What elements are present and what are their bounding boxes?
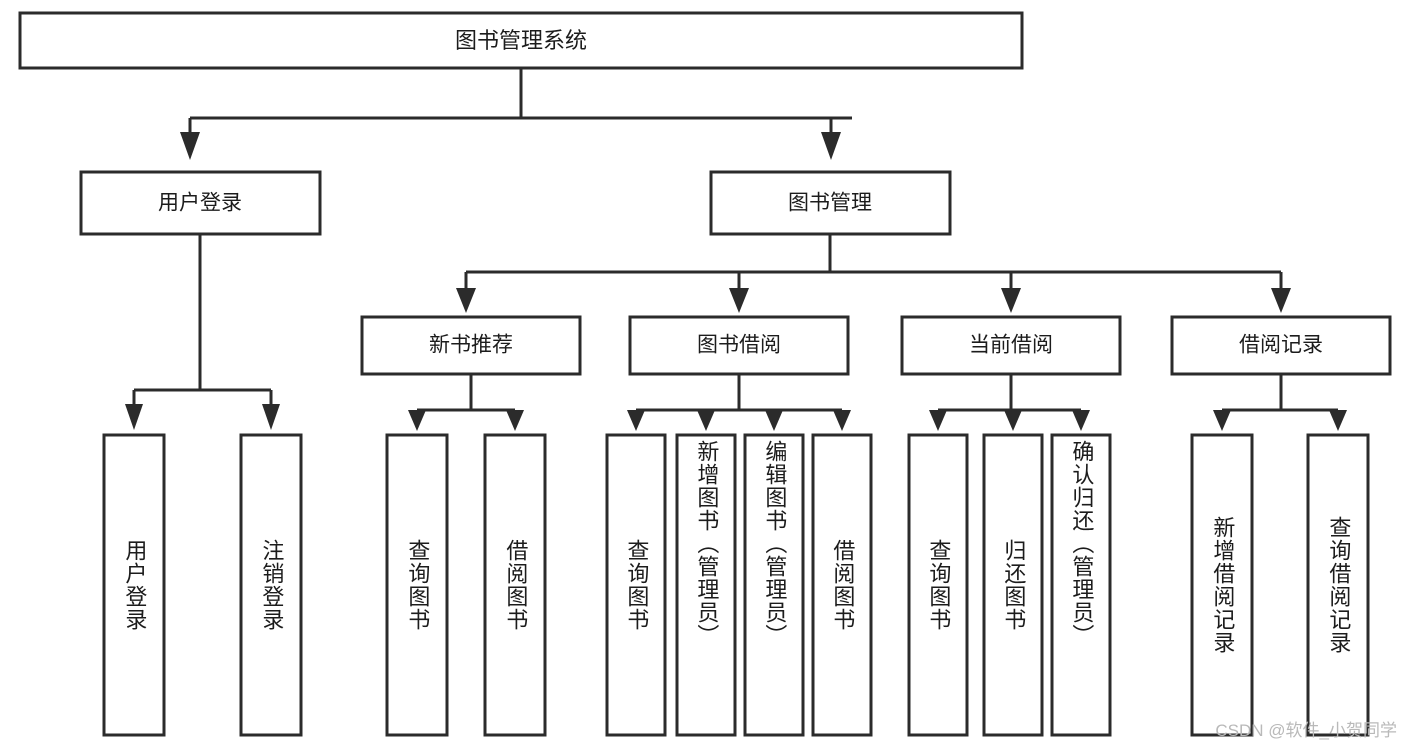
arrow-head-leaf-borrow-book-1 [506, 410, 524, 431]
arrow-head-new-book-rec [456, 288, 476, 313]
arrow-head-book-manage [821, 132, 841, 160]
arrow-head-leaf-edit-book [765, 410, 783, 431]
leaf-box-edit-book[interactable] [743, 433, 805, 737]
node-new-book-rec-box[interactable] [360, 315, 582, 376]
leaf-box-query-record[interactable] [1306, 433, 1370, 737]
node-new-book-rec[interactable]: 新书推荐 [360, 315, 582, 376]
node-current-borrow-box[interactable] [900, 315, 1122, 376]
arrow-head-current-borrow [1001, 288, 1021, 313]
leaf-box-query-book-3[interactable] [907, 433, 969, 737]
connector-root-to-level2 [180, 68, 852, 160]
node-borrow-record[interactable]: 借阅记录 [1170, 315, 1392, 376]
arrow-head-leaf-user-login [125, 404, 143, 430]
arrow-head-leaf-borrow-book-2 [833, 410, 851, 431]
leaf-box-confirm-return[interactable] [1050, 433, 1112, 737]
node-root-box[interactable] [18, 11, 1024, 70]
leaf-box-borrow-book-1[interactable] [483, 433, 547, 737]
leaf-box-borrow-book-2[interactable] [811, 433, 873, 737]
node-current-borrow-label: 当前借阅 [969, 334, 1053, 357]
arrow-head-user-login [180, 132, 200, 160]
leaf-boxes-group [102, 433, 1370, 737]
node-user-login-label: 用户登录 [158, 192, 242, 215]
arrow-head-leaf-query-book-1 [408, 410, 426, 431]
node-user-login[interactable]: 用户登录 [79, 170, 322, 236]
node-book-borrow-box[interactable] [628, 315, 850, 376]
node-root-label: 图书管理系统 [455, 28, 587, 53]
leaf-box-logout[interactable] [239, 433, 303, 737]
leaf-box-query-book-2[interactable] [605, 433, 667, 737]
leaf-box-return-book[interactable] [982, 433, 1044, 737]
arrow-head-leaf-query-book-2 [627, 410, 645, 431]
node-new-book-rec-label: 新书推荐 [429, 334, 513, 357]
csdn-watermark: CSDN @软件_小贺同学 [1215, 721, 1397, 740]
connector-new-book-rec-to-leaves [408, 374, 524, 431]
arrow-head-leaf-add-book [697, 410, 715, 431]
leaf-box-add-record[interactable] [1190, 433, 1254, 737]
connector-current-borrow-to-leaves [929, 374, 1090, 431]
arrow-head-leaf-query-book-3 [929, 410, 947, 431]
connector-borrow-record-to-leaves [1213, 374, 1347, 431]
node-book-manage-box[interactable] [709, 170, 952, 236]
node-root[interactable]: 图书管理系统 [18, 11, 1024, 70]
node-borrow-record-label: 借阅记录 [1239, 334, 1323, 357]
leaf-box-add-book[interactable] [675, 433, 737, 737]
node-book-manage-label: 图书管理 [788, 192, 872, 215]
arrow-head-leaf-logout [262, 404, 280, 430]
connector-user-login-to-leaves [125, 234, 280, 430]
arrow-head-leaf-query-record [1329, 410, 1347, 431]
connector-book-manage-to-level3 [456, 234, 1291, 313]
arrow-head-leaf-add-record [1213, 410, 1231, 431]
arrow-head-leaf-confirm-return [1072, 410, 1090, 431]
node-book-borrow-label: 图书借阅 [697, 334, 781, 357]
leaf-box-query-book-1[interactable] [385, 433, 449, 737]
arrow-head-book-borrow [729, 288, 749, 313]
node-book-borrow[interactable]: 图书借阅 [628, 315, 850, 376]
leaf-box-user-login[interactable] [102, 433, 166, 737]
node-borrow-record-box[interactable] [1170, 315, 1392, 376]
node-current-borrow[interactable]: 当前借阅 [900, 315, 1122, 376]
node-book-manage[interactable]: 图书管理 [709, 170, 952, 236]
arrow-head-borrow-record [1271, 288, 1291, 313]
connector-book-borrow-to-leaves [627, 374, 851, 431]
arrow-head-leaf-return-book [1004, 410, 1022, 431]
